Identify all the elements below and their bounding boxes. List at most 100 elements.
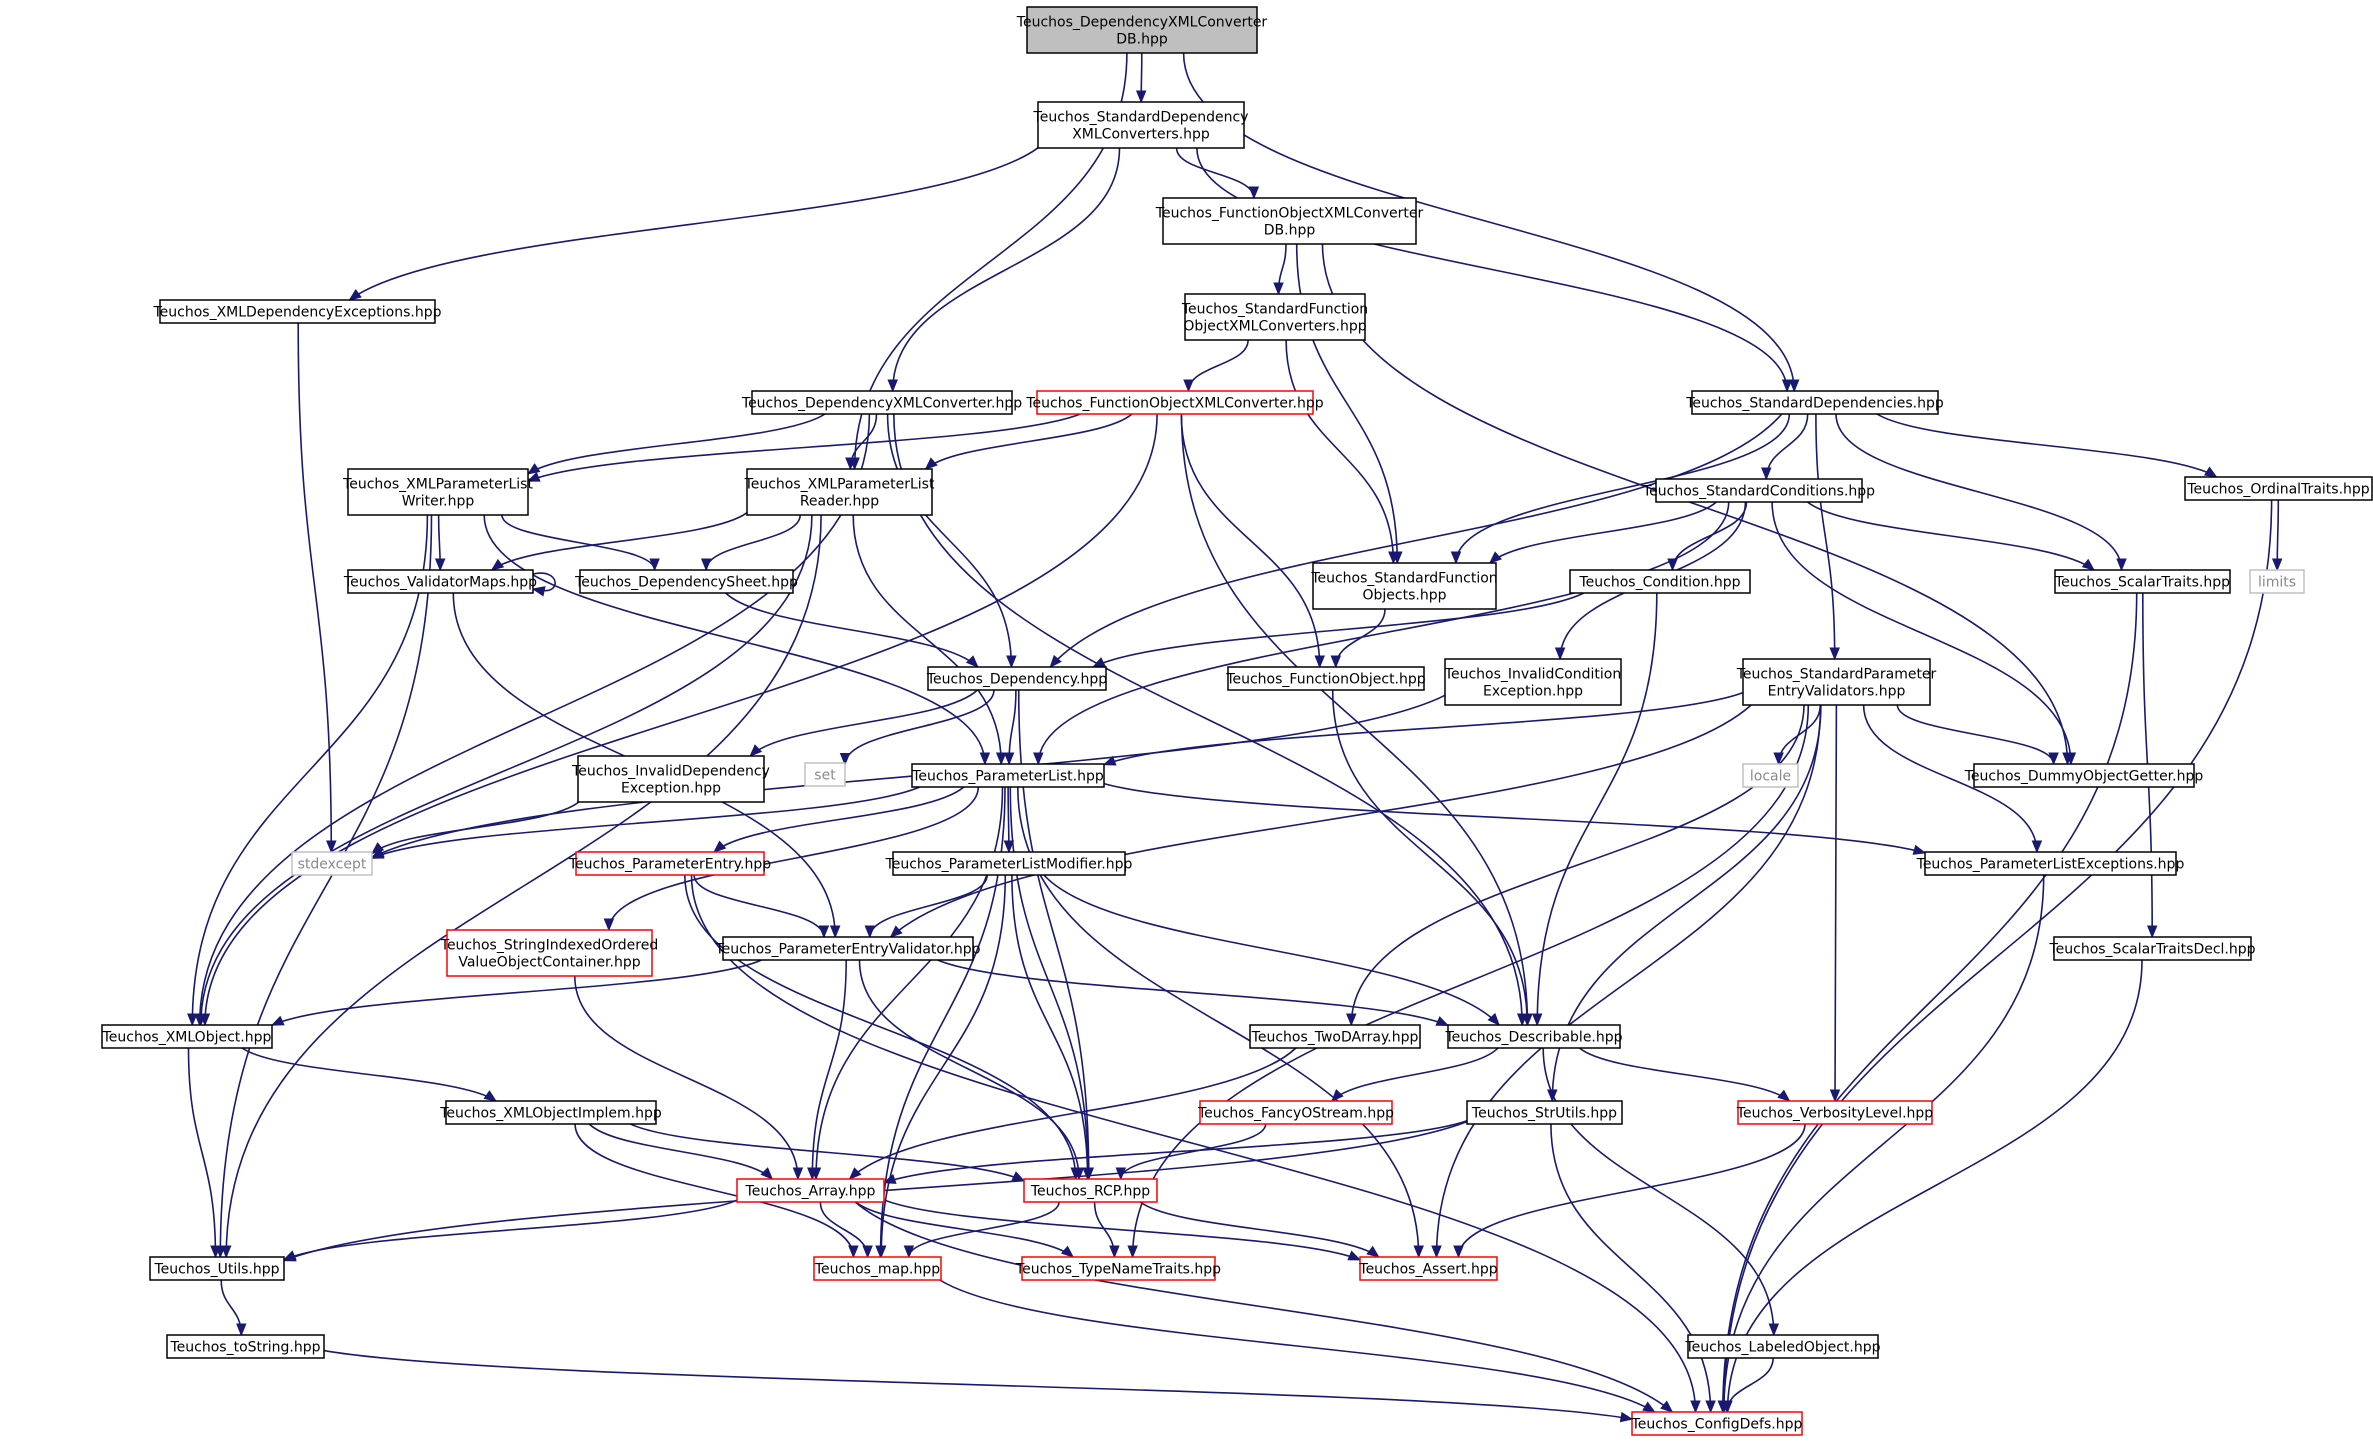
node-rcp[interactable]: Teuchos_RCP.hpp	[1023, 1178, 1158, 1203]
edge-arrowhead	[326, 840, 337, 854]
edge-arrowhead	[1522, 1013, 1533, 1027]
edge-arrowhead	[1487, 1012, 1500, 1026]
node-stdconds[interactable]: Teuchos_StandardConditions.hpp	[1642, 478, 1875, 503]
edge-arrowhead	[924, 457, 938, 470]
node-box	[1312, 562, 1497, 610]
node-pev[interactable]: Teuchos_ParameterEntryValidator.hpp	[714, 936, 981, 961]
node-valmaps[interactable]: Teuchos_ValidatorMaps.hpp	[343, 569, 537, 594]
node-locale[interactable]: locale	[1742, 763, 1799, 788]
edge-rcp-to-map	[903, 1201, 1060, 1259]
node-dummy[interactable]: Teuchos_DummyObjectGetter.hpp	[1964, 763, 2204, 788]
node-label: Teuchos_StandardDependencies.hpp	[1685, 396, 1944, 412]
node-depxml[interactable]: Teuchos_DependencyXMLConverter.hpp	[741, 390, 1022, 415]
node-label: Teuchos_ParameterListModifier.hpp	[885, 857, 1133, 873]
node-tnt[interactable]: Teuchos_TypeNameTraits.hpp	[1015, 1256, 1221, 1281]
node-utils[interactable]: Teuchos_Utils.hpp	[149, 1256, 285, 1281]
edge-line	[1723, 874, 2045, 1413]
node-tostring[interactable]: Teuchos_toString.hpp	[166, 1334, 325, 1359]
edge-arrowhead	[903, 1245, 915, 1259]
node-describ[interactable]: Teuchos_Describable.hpp	[1444, 1024, 1623, 1049]
edge-stddeps-to-scalar	[1835, 413, 2127, 572]
node-label: Teuchos_DependencySheet.hpp	[574, 575, 798, 591]
edge-strutils-to-array	[882, 1119, 1468, 1184]
edge-line	[1671, 501, 1748, 571]
edge-arrowhead	[862, 1245, 873, 1259]
edge-line	[527, 413, 1081, 482]
node-pl[interactable]: Teuchos_ParameterList.hpp	[911, 763, 1105, 788]
node-scalardecl[interactable]: Teuchos_ScalarTraitsDecl.hpp	[2048, 936, 2256, 961]
edge-arrowhead	[792, 1167, 804, 1181]
edge-line	[1175, 147, 1255, 199]
node-stddeps[interactable]: Teuchos_StandardDependencies.hpp	[1685, 390, 1944, 415]
edge-arrowhead	[1829, 1089, 1841, 1103]
edge-line	[501, 514, 656, 571]
edge-line	[869, 874, 988, 938]
edge-xmlobjimpl-to-map	[574, 1123, 859, 1259]
node-cond[interactable]: Teuchos_Condition.hpp	[1569, 569, 1751, 594]
edge-line	[852, 514, 1002, 765]
edge-line	[1139, 1201, 1380, 1258]
edge-line	[854, 1201, 1673, 1413]
node-label: Teuchos_FunctionObject.hpp	[1225, 672, 1425, 688]
edge-arrowhead	[1431, 1245, 1442, 1259]
node-strutils[interactable]: Teuchos_StrUtils.hpp	[1466, 1100, 1623, 1125]
node-depsheet[interactable]: Teuchos_DependencySheet.hpp	[574, 569, 798, 594]
node-xmlobj[interactable]: Teuchos_XMLObject.hpp	[101, 1024, 273, 1049]
node-box	[575, 851, 765, 876]
node-set[interactable]: set	[804, 762, 846, 787]
edge-pl-to-plexc	[1103, 782, 1927, 855]
node-twod[interactable]: Teuchos_TwoDArray.hpp	[1249, 1024, 1421, 1049]
edge-arrowhead	[195, 1013, 207, 1027]
node-xmlobjimpl[interactable]: Teuchos_XMLObjectImplem.hpp	[439, 1100, 662, 1125]
edge-depxml-to-plwriter	[526, 413, 826, 475]
edge-line	[191, 514, 429, 1026]
edge-line	[483, 514, 986, 765]
edge-arrowhead	[1912, 844, 1927, 855]
node-config[interactable]: Teuchos_ConfigDefs.hpp	[1631, 1411, 1803, 1436]
node-labeled[interactable]: Teuchos_LabeledObject.hpp	[1684, 1334, 1881, 1359]
node-map[interactable]: Teuchos_map.hpp	[813, 1256, 942, 1281]
edge-fo-to-describ	[1331, 689, 1533, 1027]
node-box	[1444, 658, 1622, 706]
node-assert[interactable]: Teuchos_Assert.hpp	[1358, 1256, 1498, 1281]
node-plmod[interactable]: Teuchos_ParameterListModifier.hpp	[885, 851, 1133, 876]
node-dep[interactable]: Teuchos_Dependency.hpp	[926, 666, 1107, 691]
node-sioc[interactable]: Teuchos_StringIndexedOrderedValueObjectC…	[440, 929, 658, 977]
node-array[interactable]: Teuchos_Array.hpp	[736, 1178, 885, 1203]
node-stdpev[interactable]: Teuchos_StandardParameterEntryValidators…	[1736, 658, 1937, 706]
edge-arrowhead	[1829, 647, 1840, 661]
node-stdexcept[interactable]: stdexcept	[291, 851, 373, 876]
node-scalar[interactable]: Teuchos_ScalarTraits.hpp	[2054, 569, 2231, 594]
edge-arrowhead	[749, 744, 763, 757]
node-box	[1021, 1256, 1216, 1281]
node-fancy[interactable]: Teuchos_FancyOStream.hpp	[1197, 1100, 1394, 1125]
edge-dep-to-pl	[1003, 689, 1017, 766]
edge-line	[532, 572, 556, 592]
node-plexc[interactable]: Teuchos_ParameterListExceptions.hpp	[1916, 851, 2185, 876]
node-verb[interactable]: Teuchos_VerbosityLevel.hpp	[1736, 1100, 1934, 1125]
node-stdfoxml[interactable]: Teuchos_StandardFunctionObjectXMLConvert…	[1181, 293, 1368, 341]
node-foxml[interactable]: Teuchos_FunctionObjectXMLConverter.hpp	[1025, 390, 1324, 415]
node-pe[interactable]: Teuchos_ParameterEntry.hpp	[568, 851, 771, 876]
node-stddepxml[interactable]: Teuchos_StandardDependencyXMLConverters.…	[1033, 101, 1249, 149]
edge-arrowhead	[1082, 1167, 1093, 1181]
edge-rcp-to-tnt	[1093, 1201, 1120, 1259]
edge-plmod-to-map	[875, 874, 1007, 1259]
edge-line	[1771, 501, 2072, 765]
edge-line	[1037, 501, 1730, 765]
edge-arrowhead	[2203, 466, 2218, 478]
node-ordtraits[interactable]: Teuchos_OrdinalTraits.hpp	[2184, 476, 2373, 501]
edge-line	[713, 786, 965, 853]
node-xmldepexc[interactable]: Teuchos_XMLDependencyExceptions.hpp	[153, 299, 442, 324]
node-limits[interactable]: limits	[2249, 569, 2305, 594]
node-box	[291, 851, 373, 876]
edge-line	[1335, 608, 1386, 668]
node-fo[interactable]: Teuchos_FunctionObject.hpp	[1225, 666, 1426, 691]
